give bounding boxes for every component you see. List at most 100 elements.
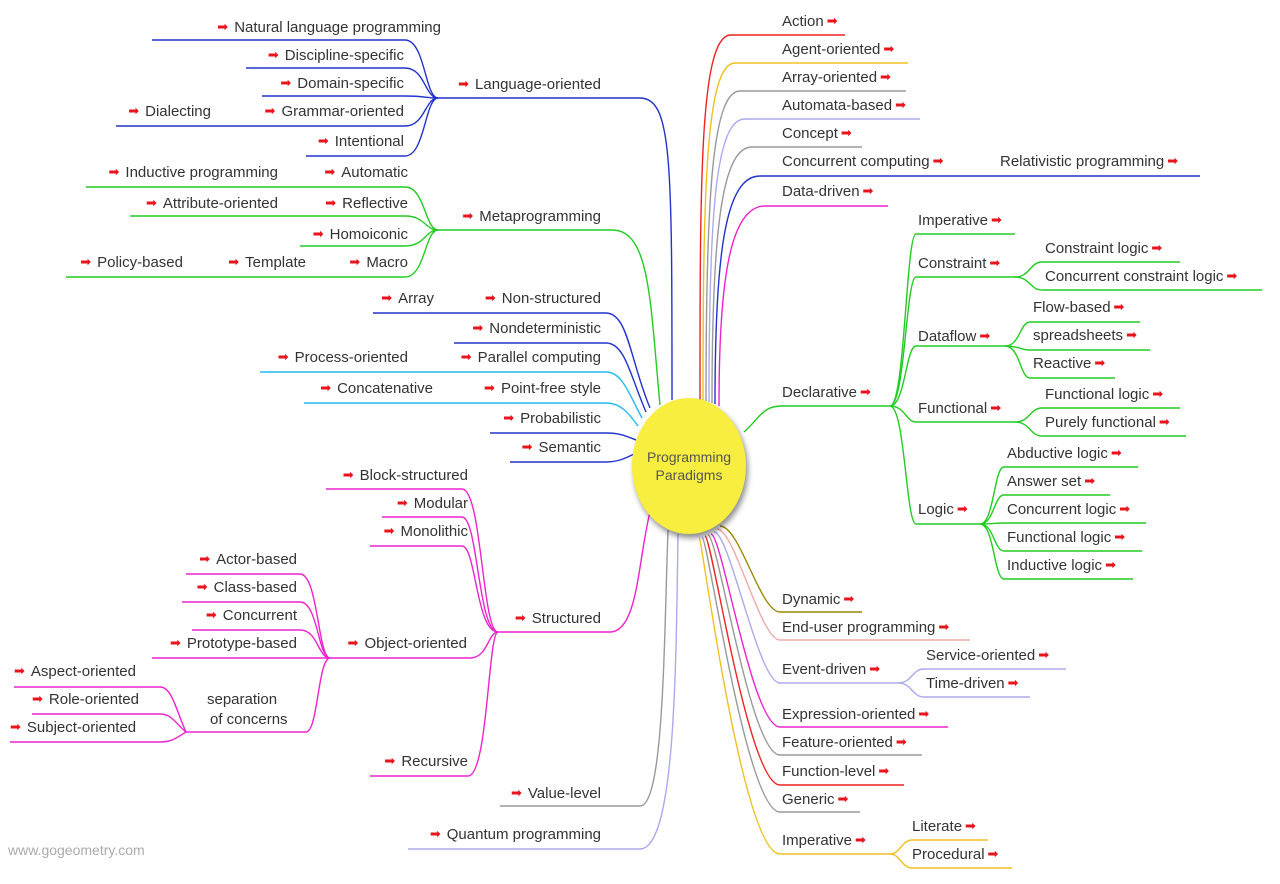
node-reflective: ➡Reflective <box>325 195 408 212</box>
node-concurrent-computing: Concurrent computing➡ <box>782 153 944 170</box>
node-object-oriented: ➡Object-oriented <box>347 635 467 652</box>
arrow-right-icon: ➡ <box>347 636 359 651</box>
arrow-right-icon: ➡ <box>918 707 930 722</box>
arrow-right-icon: ➡ <box>324 165 336 180</box>
node-spreadsheets: spreadsheets➡ <box>1033 327 1137 344</box>
arrow-right-icon: ➡ <box>895 98 906 113</box>
node-metaprogramming: ➡Metaprogramming <box>462 208 601 225</box>
arrow-right-icon: ➡ <box>170 636 181 651</box>
node-function-level: Function-level➡ <box>782 763 890 780</box>
arrow-right-icon: ➡ <box>325 196 337 211</box>
arrow-right-icon: ➡ <box>862 184 874 199</box>
node-logic: Logic➡ <box>918 501 968 518</box>
node-block-structured: ➡Block-structured <box>342 467 468 484</box>
arrow-right-icon: ➡ <box>521 440 533 455</box>
node-answer-set: Answer set➡ <box>1007 473 1096 490</box>
node-expression-oriented: Expression-oriented➡ <box>782 706 930 723</box>
arrow-right-icon: ➡ <box>108 165 120 180</box>
arrow-right-icon: ➡ <box>1158 415 1170 430</box>
arrow-right-icon: ➡ <box>32 692 43 707</box>
node-procedural: Procedural➡ <box>912 846 999 863</box>
node-structured: ➡Structured <box>514 610 601 627</box>
node-aspect-oriented: ➡Aspect-oriented <box>14 663 136 680</box>
node-point-free-style: ➡Point-free style <box>484 380 601 397</box>
node-array-oriented: Array-oriented➡ <box>782 69 891 86</box>
arrow-right-icon: ➡ <box>932 154 944 169</box>
node-parallel-computing: ➡Parallel computing <box>460 349 601 366</box>
arrow-right-icon: ➡ <box>938 620 950 635</box>
arrow-right-icon: ➡ <box>991 213 1002 228</box>
node-automatic: ➡Automatic <box>324 164 408 181</box>
arrow-right-icon: ➡ <box>503 411 515 426</box>
arrow-right-icon: ➡ <box>196 580 208 595</box>
arrow-right-icon: ➡ <box>883 42 895 57</box>
node-abductive-logic: Abductive logic➡ <box>1007 445 1122 462</box>
node-feature-oriented: Feature-oriented➡ <box>782 734 907 751</box>
node-template: ➡Template <box>228 254 306 271</box>
center-title-line2: Paradigms <box>655 467 723 483</box>
arrow-right-icon: ➡ <box>1119 502 1131 517</box>
arrow-right-icon: ➡ <box>146 196 157 211</box>
arrow-right-icon: ➡ <box>855 833 866 848</box>
node-event-driven: Event-driven➡ <box>782 661 881 678</box>
node-flow-based: Flow-based➡ <box>1033 299 1125 316</box>
node-actor-based: ➡Actor-based <box>199 551 297 568</box>
node-agent-oriented: Agent-oriented➡ <box>782 41 895 58</box>
site-credit: www.gogeometry.com <box>8 842 145 858</box>
node-prototype-based: ➡Prototype-based <box>170 635 297 652</box>
arrow-right-icon: ➡ <box>1126 328 1137 343</box>
arrow-right-icon: ➡ <box>840 126 852 141</box>
node-time-driven: Time-driven➡ <box>926 675 1019 692</box>
node-declarative: Declarative➡ <box>782 384 871 401</box>
node-inductive-programming: ➡Inductive programming <box>108 164 278 181</box>
arrow-right-icon: ➡ <box>460 350 472 365</box>
node-constraint-logic: Constraint logic➡ <box>1045 240 1163 257</box>
node-attribute-oriented: ➡Attribute-oriented <box>146 195 278 212</box>
arrow-right-icon: ➡ <box>205 608 217 623</box>
node-functional-logic-1: Functional logic➡ <box>1045 386 1164 403</box>
arrow-right-icon: ➡ <box>1084 474 1096 489</box>
arrow-right-icon: ➡ <box>349 255 361 270</box>
arrow-right-icon: ➡ <box>1105 558 1116 573</box>
arrow-right-icon: ➡ <box>860 385 871 400</box>
arrow-right-icon: ➡ <box>217 20 229 35</box>
node-homoiconic: ➡Homoiconic <box>312 226 408 243</box>
node-literate: Literate➡ <box>912 818 976 835</box>
arrow-right-icon: ➡ <box>484 291 496 306</box>
arrow-right-icon: ➡ <box>1114 530 1126 545</box>
node-semantic: ➡Semantic <box>521 439 601 456</box>
arrow-right-icon: ➡ <box>429 827 441 842</box>
arrow-right-icon: ➡ <box>199 552 211 567</box>
arrow-right-icon: ➡ <box>381 291 393 306</box>
center-title-line1: Programming <box>646 449 732 465</box>
node-intentional: ➡Intentional <box>317 133 404 150</box>
arrow-right-icon: ➡ <box>128 104 140 119</box>
arrow-right-icon: ➡ <box>472 321 484 336</box>
node-concurrent: ➡Concurrent <box>205 607 297 624</box>
arrow-right-icon: ➡ <box>277 350 289 365</box>
node-discipline-specific: ➡Discipline-specific <box>267 47 404 64</box>
arrow-right-icon: ➡ <box>1110 446 1122 461</box>
node-role-oriented: ➡Role-oriented <box>32 691 139 708</box>
node-functional-logic-2: Functional logic➡ <box>1007 529 1126 546</box>
arrow-right-icon: ➡ <box>384 754 396 769</box>
arrow-right-icon: ➡ <box>843 592 855 607</box>
node-quantum-programming: ➡Quantum programming <box>429 826 601 843</box>
arrow-right-icon: ➡ <box>895 735 907 750</box>
node-dialecting: ➡Dialecting <box>128 103 211 120</box>
node-recursive: ➡Recursive <box>384 753 468 770</box>
center-node: Programming Paradigms <box>632 398 746 534</box>
arrow-right-icon: ➡ <box>826 14 838 29</box>
arrow-right-icon: ➡ <box>869 662 881 677</box>
node-monolithic: ➡Monolithic <box>383 523 468 540</box>
arrow-right-icon: ➡ <box>837 792 849 807</box>
node-relativistic-programming: Relativistic programming➡ <box>1000 153 1179 170</box>
arrow-right-icon: ➡ <box>989 256 1001 271</box>
node-dataflow: Dataflow➡ <box>918 328 991 345</box>
arrow-right-icon: ➡ <box>1226 269 1238 284</box>
arrow-right-icon: ➡ <box>878 764 890 779</box>
node-concatenative: ➡Concatenative <box>320 380 433 397</box>
node-action: Action➡ <box>782 13 838 30</box>
node-concept: Concept➡ <box>782 125 852 142</box>
node-concurrent-constraint-logic: Concurrent constraint logic➡ <box>1045 268 1238 285</box>
